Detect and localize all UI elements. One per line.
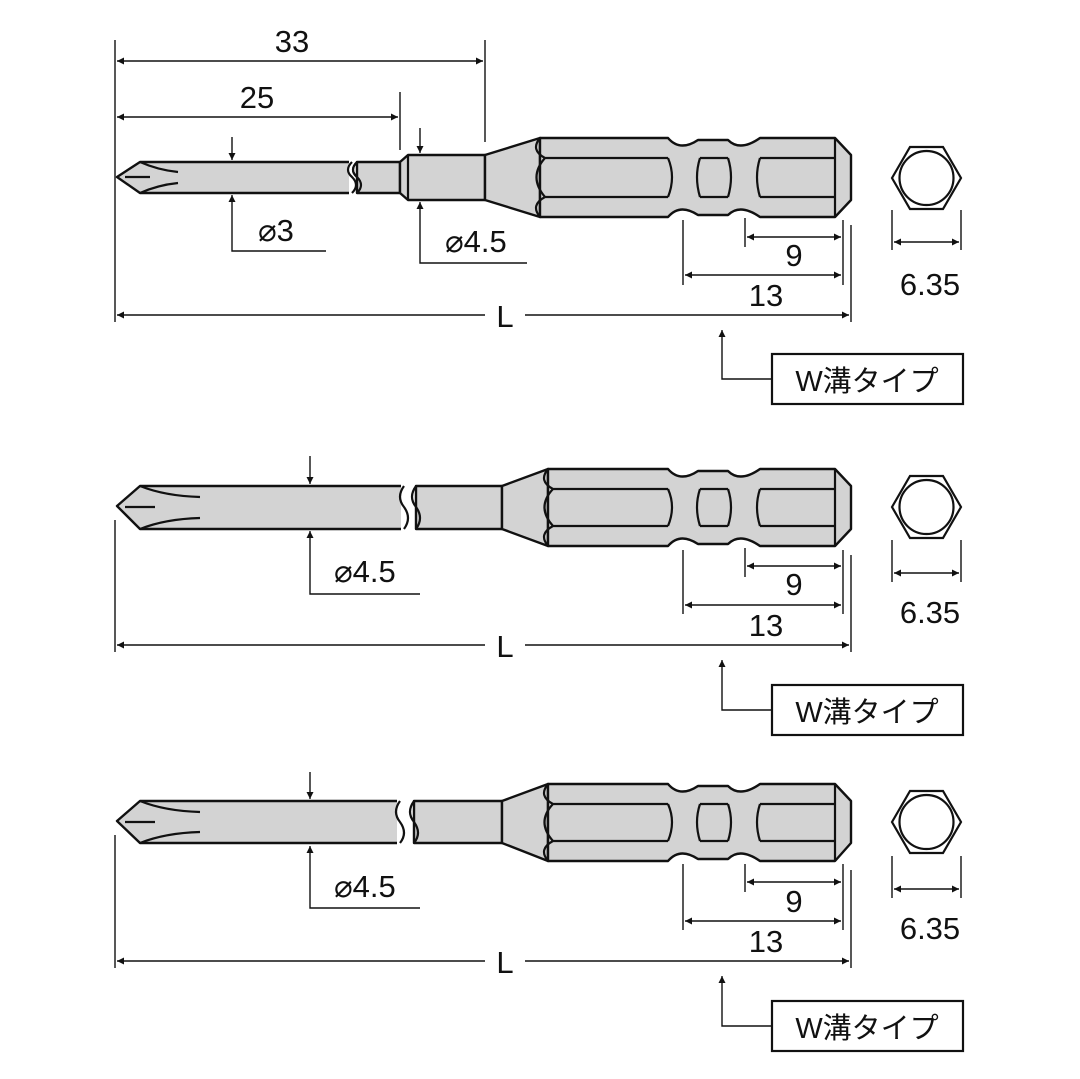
dim-13-label: 13 xyxy=(749,924,783,959)
thin-shank xyxy=(355,160,402,195)
tip-flute-lines xyxy=(125,484,201,531)
dim-9-label: 9 xyxy=(785,238,802,273)
break-mark-left xyxy=(398,485,410,530)
dim-25-label: 25 xyxy=(240,80,274,115)
taper xyxy=(483,136,542,219)
diagram-1: 33 25 ⌀3 ⌀4.5 9 13 xyxy=(114,24,965,406)
dim-13-label: 13 xyxy=(749,608,783,643)
type-label-box xyxy=(770,352,965,406)
dim-9-label: 9 xyxy=(785,567,802,602)
dim-L-label: L xyxy=(496,629,513,664)
hex-body xyxy=(538,136,853,219)
hex-facet-lines xyxy=(542,468,837,547)
stepped-shank xyxy=(398,153,487,202)
dia-4-5-label: ⌀4.5 xyxy=(445,224,507,259)
leader-dia-3 xyxy=(228,195,326,252)
taper xyxy=(500,782,550,863)
hex-body xyxy=(546,467,853,548)
tip-flute-lines xyxy=(125,799,201,845)
leader-dia-4-5 xyxy=(306,846,420,909)
hex-size-label: 6.35 xyxy=(900,595,960,630)
hex-size-label: 6.35 xyxy=(900,267,960,302)
leader-dia-4-5 xyxy=(306,531,420,595)
type-label: W溝タイプ xyxy=(795,1012,938,1045)
hex-end-circle xyxy=(898,478,955,536)
dim-33-label: 33 xyxy=(275,24,309,59)
dia-4-5-label: ⌀4.5 xyxy=(334,554,396,589)
leader-type xyxy=(718,660,772,711)
hex-body xyxy=(546,782,853,863)
diagram-2: ⌀4.5 9 13 L 6.35 W溝タイプ xyxy=(114,456,965,737)
type-label-box xyxy=(770,683,965,737)
type-label: W溝タイプ xyxy=(795,365,938,398)
hex-facet-lines xyxy=(542,783,837,862)
diagram-3: ⌀4.5 9 13 L 6.35 W溝タイプ xyxy=(114,772,965,1053)
leader-dia-4-5 xyxy=(416,202,527,264)
hex-end-circle xyxy=(898,149,955,207)
dia-4-5-label: ⌀4.5 xyxy=(334,869,396,904)
dim-L-label: L xyxy=(496,299,513,334)
leader-type xyxy=(718,330,772,380)
type-label: W溝タイプ xyxy=(795,696,938,729)
taper xyxy=(500,467,550,548)
dia-3-label: ⌀3 xyxy=(258,213,294,248)
break-mark-right xyxy=(410,485,422,530)
leader-type xyxy=(718,976,772,1027)
dim-9-label: 9 xyxy=(785,884,802,919)
hex-end-circle xyxy=(898,793,955,851)
break-mark-left xyxy=(394,800,406,844)
hex-size-label: 6.35 xyxy=(900,911,960,946)
tip-flute-lines xyxy=(125,160,179,195)
break-mark-right xyxy=(408,800,420,844)
dim-L-label: L xyxy=(496,945,513,980)
dim-13-label: 13 xyxy=(749,278,783,313)
type-label-box xyxy=(770,999,965,1053)
hex-facet-lines xyxy=(534,137,837,218)
